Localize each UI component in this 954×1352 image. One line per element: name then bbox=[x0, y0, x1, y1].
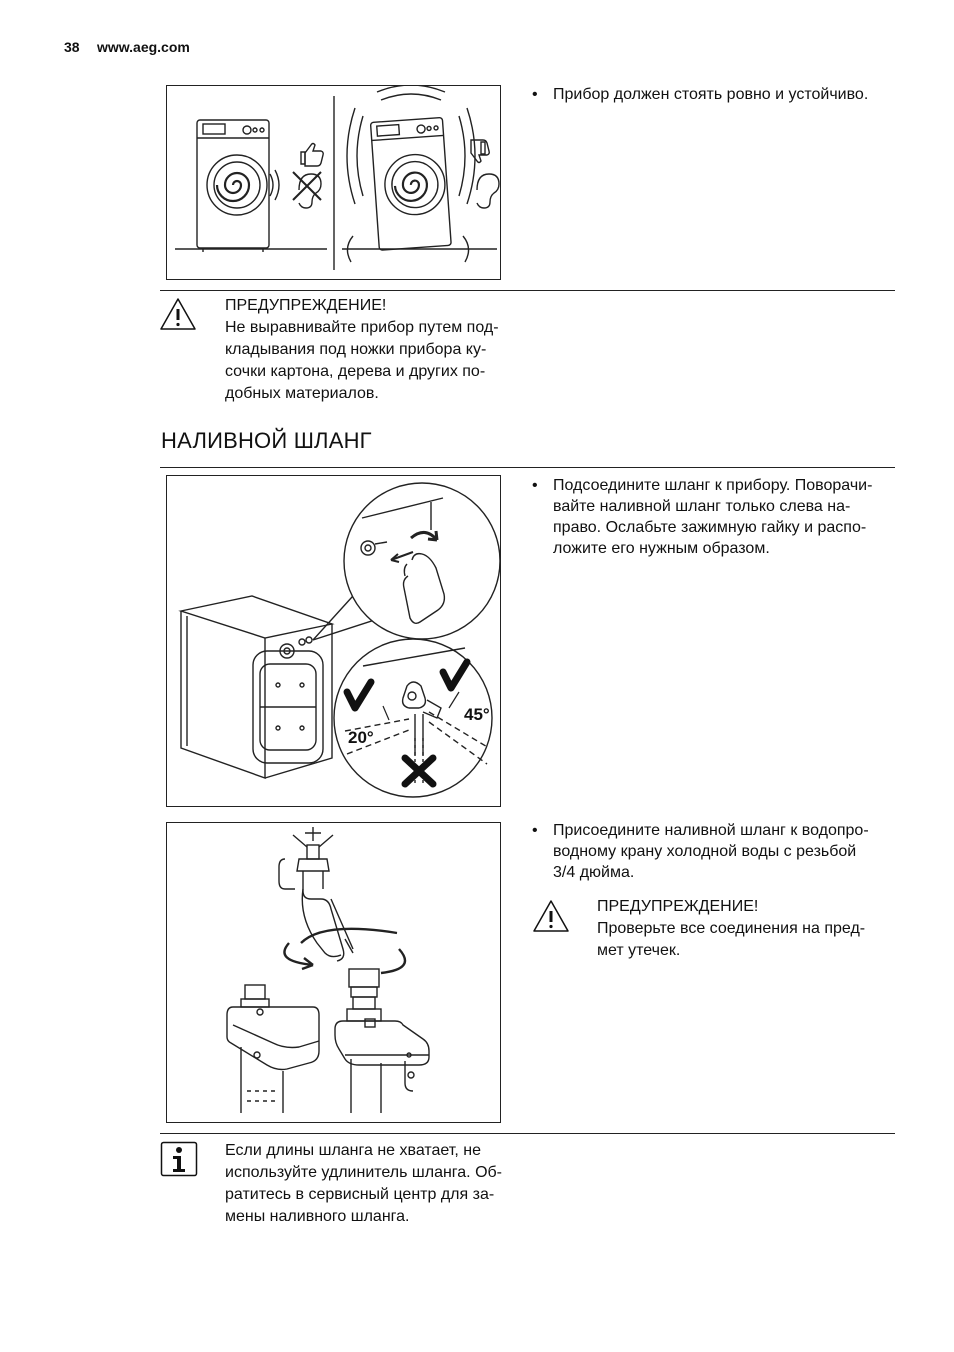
bullet-line: Подсоедините шланг к прибору. Поворачи- bbox=[553, 477, 873, 494]
bullet-connect-tap: • Присоедините наливной шланг к водопро-… bbox=[532, 820, 912, 890]
level-washer-illustration bbox=[175, 119, 327, 252]
bullet-dot: • bbox=[532, 822, 538, 839]
warning-line: добных материалов. bbox=[225, 385, 379, 402]
warning-line: кладывания под ножки прибора ку- bbox=[225, 341, 487, 358]
bullet-line: ложите его нужным образом. bbox=[553, 540, 770, 557]
rotation-arrow bbox=[283, 927, 407, 975]
info-box: Если длины шланга не хватает, не использ… bbox=[225, 1140, 525, 1228]
angle-left-label: 20° bbox=[348, 728, 374, 747]
hose-detail-callout bbox=[343, 482, 500, 640]
check-mark-left-icon bbox=[343, 678, 375, 712]
warning-box: ПРЕДУПРЕЖДЕНИЕ! Не выравнивайте прибор п… bbox=[225, 295, 525, 405]
ear-icon bbox=[476, 173, 500, 209]
washer-back-illustration bbox=[178, 595, 335, 779]
figure-tap-connection bbox=[166, 822, 501, 1123]
bullet-line: 3/4 дюйма. bbox=[553, 864, 635, 881]
warning-title: ПРЕДУПРЕЖДЕНИЕ! bbox=[597, 898, 759, 915]
section-title: НАЛИВНОЙ ШЛАНГ bbox=[161, 428, 372, 453]
bullet-line: Присоедините наливной шланг к водопро- bbox=[553, 822, 869, 839]
page-number: 38 bbox=[64, 39, 80, 55]
check-mark-right-icon bbox=[439, 658, 471, 692]
warning-title: ПРЕДУПРЕЖДЕНИЕ! bbox=[225, 297, 387, 314]
figure-level-appliance bbox=[166, 85, 501, 280]
bullet-line: вайте наливной шланг только слева на- bbox=[553, 498, 851, 515]
figure-hose-connection: 20° 45° bbox=[166, 475, 501, 807]
warning-line: Не выравнивайте прибор путем под- bbox=[225, 319, 499, 336]
warning-box: ПРЕДУПРЕЖДЕНИЕ! Проверьте все соединения… bbox=[597, 896, 897, 962]
info-line: ратитесь в сервисный центр для за- bbox=[225, 1186, 495, 1203]
divider bbox=[160, 467, 895, 468]
unstable-washer-illustration bbox=[342, 86, 497, 263]
warning-line: мет утечек. bbox=[597, 942, 681, 959]
bullet-line: водному крану холодной воды с резьбой bbox=[553, 843, 857, 860]
hose-fitting-right-illustration bbox=[334, 968, 430, 1113]
thumbs-up-icon bbox=[300, 142, 324, 167]
no-ear-icon bbox=[292, 171, 322, 209]
info-line: Если длины шланга не хватает, не bbox=[225, 1142, 481, 1159]
divider bbox=[160, 290, 895, 291]
water-tap-illustration bbox=[278, 827, 354, 962]
angle-arrows bbox=[382, 691, 460, 721]
warning-icon bbox=[158, 296, 198, 337]
divider bbox=[160, 1133, 895, 1134]
hose-angle-callout bbox=[333, 638, 493, 798]
warning-line: сочки картона, дерева и других по- bbox=[225, 363, 486, 380]
site-url: www.aeg.com bbox=[97, 39, 190, 55]
bullet-dot: • bbox=[532, 477, 538, 494]
warning-line: Проверьте все соединения на пред- bbox=[597, 920, 866, 937]
angle-right-label: 45° bbox=[464, 705, 490, 724]
info-line: мены наливного шланга. bbox=[225, 1208, 410, 1225]
bullet-connect-hose: • Подсоедините шланг к прибору. Поворачи… bbox=[532, 475, 912, 565]
info-icon bbox=[160, 1141, 198, 1182]
bullet-line: право. Ослабьте зажимную гайку и распо- bbox=[553, 519, 867, 536]
hose-fitting-left-illustration bbox=[226, 984, 320, 1113]
bullet-text: Прибор должен стоять ровно и устойчиво. bbox=[553, 86, 869, 103]
thumbs-down-icon bbox=[470, 139, 490, 164]
info-line: используйте удлинитель шланга. Об- bbox=[225, 1164, 503, 1181]
bullet-dot: • bbox=[532, 86, 538, 103]
warning-icon bbox=[531, 898, 571, 939]
bullet-level-appliance: • Прибор должен стоять ровно и устойчиво… bbox=[532, 84, 922, 108]
cross-mark-icon bbox=[401, 754, 437, 788]
